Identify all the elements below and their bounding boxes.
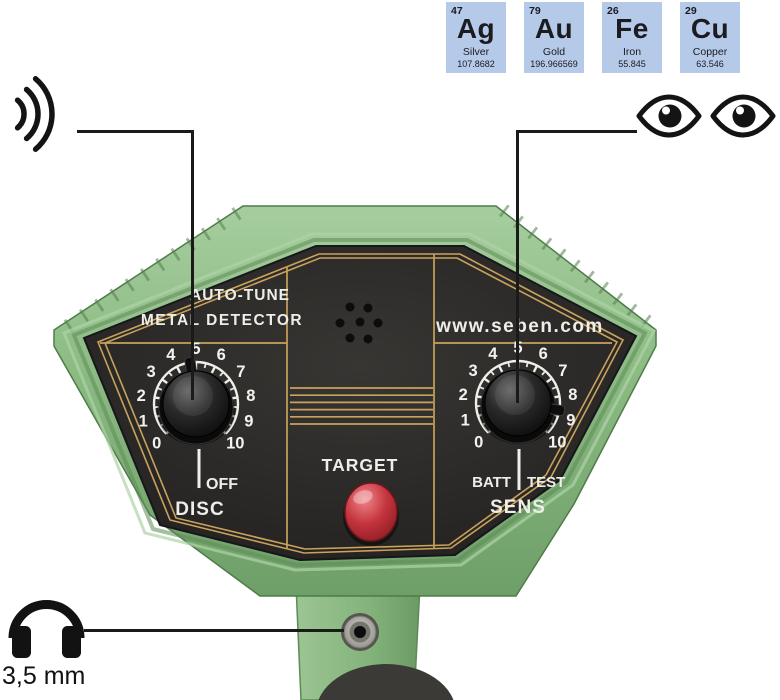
element-symbol: Cu	[690, 13, 730, 44]
knob-scale-number: 1	[139, 413, 148, 431]
disc-off-label: OFF	[206, 476, 238, 493]
headphone-jack	[341, 613, 379, 651]
knob-scale-number: 8	[568, 386, 577, 404]
website-label: www.seben.com	[435, 316, 604, 337]
knob-scale-number: 10	[226, 435, 244, 453]
callout-line-disc-v	[191, 130, 194, 400]
element-tiles: 47 Ag Silver 107.8682 79 Au Gold 196.966…	[446, 2, 740, 73]
callout-line-eyes-h	[519, 130, 637, 133]
knob-scale-number: 4	[488, 345, 498, 363]
mounting-post	[295, 584, 454, 700]
callout-line-sound-h	[77, 130, 191, 133]
housing-bevel-light	[62, 232, 657, 572]
knob-scale-number: 2	[137, 387, 146, 405]
knob-scale-number: 10	[548, 434, 566, 452]
element-symbol: Ag	[456, 13, 496, 44]
element-tile-silver: 47 Ag Silver 107.8682	[446, 2, 506, 73]
sens-knob[interactable]	[479, 368, 566, 444]
speaker-grille	[335, 302, 383, 344]
element-tile-gold: 79 Au Gold 196.966569	[524, 2, 584, 73]
brand-line1: AUTO-TUNE	[190, 287, 290, 304]
sound-waves-icon	[14, 76, 55, 152]
knob-scale-number: 6	[217, 346, 226, 364]
target-button[interactable]	[343, 482, 399, 546]
element-tile-copper: 29 Cu Copper 63.546	[680, 2, 740, 73]
knob-scale-number: 9	[244, 413, 253, 431]
atomic-number: 79	[529, 5, 541, 17]
jack-size-label: 3,5 mm	[2, 662, 86, 690]
eyes-icon	[636, 94, 776, 138]
element-name: Gold	[542, 46, 566, 58]
sens-test-label: TEST	[527, 474, 565, 491]
atomic-mass: 63.546	[696, 59, 724, 69]
atomic-number: 47	[451, 5, 463, 17]
atomic-number: 29	[685, 5, 697, 17]
element-tile-iron: 26 Fe Iron 55.845	[602, 2, 662, 73]
knob-scale-number: 4	[166, 346, 176, 364]
knob-scale-number: 2	[459, 386, 468, 404]
element-name: Copper	[692, 46, 728, 58]
atomic-mass: 196.966569	[530, 59, 578, 69]
knob-scale-number: 7	[558, 362, 567, 380]
knob-scale-number: 7	[236, 363, 245, 381]
knob-scale-number: 3	[147, 363, 156, 381]
element-name: Silver	[462, 46, 490, 58]
eye-icon	[710, 94, 776, 138]
sens-label: SENS	[490, 497, 546, 518]
element-name: Iron	[622, 46, 642, 58]
knob-scale-number: 9	[566, 412, 575, 430]
sens-batt-label: BATT	[472, 474, 511, 491]
housing-edge-ridges	[63, 204, 652, 333]
disc-label: DISC	[175, 499, 224, 520]
knob-scale-number: 1	[461, 412, 470, 430]
disc-knob[interactable]	[157, 356, 235, 445]
callout-line-sens-v	[516, 130, 519, 403]
knob-scale-number: 0	[152, 435, 161, 453]
element-symbol: Fe	[615, 13, 649, 44]
element-symbol: Au	[534, 13, 574, 44]
gold-trim-border	[96, 253, 625, 554]
atomic-mass: 107.8682	[457, 59, 495, 69]
target-label: TARGET	[322, 455, 399, 475]
atomic-mass: 55.845	[618, 59, 646, 69]
headphones-icon	[8, 600, 85, 658]
housing-bevel-shadow	[71, 238, 648, 568]
eye-icon	[636, 94, 702, 138]
knob-scale-number: 5	[191, 340, 200, 358]
atomic-number: 26	[607, 5, 619, 17]
knob-scale-number: 8	[246, 387, 255, 405]
knob-scale-number: 3	[469, 362, 478, 380]
knob-scale-number: 6	[539, 345, 548, 363]
knob-scale-number: 0	[474, 434, 483, 452]
callout-line-jack	[84, 629, 344, 632]
shaft-mount	[318, 664, 454, 700]
brand-line2: METAL DETECTOR	[141, 312, 303, 329]
